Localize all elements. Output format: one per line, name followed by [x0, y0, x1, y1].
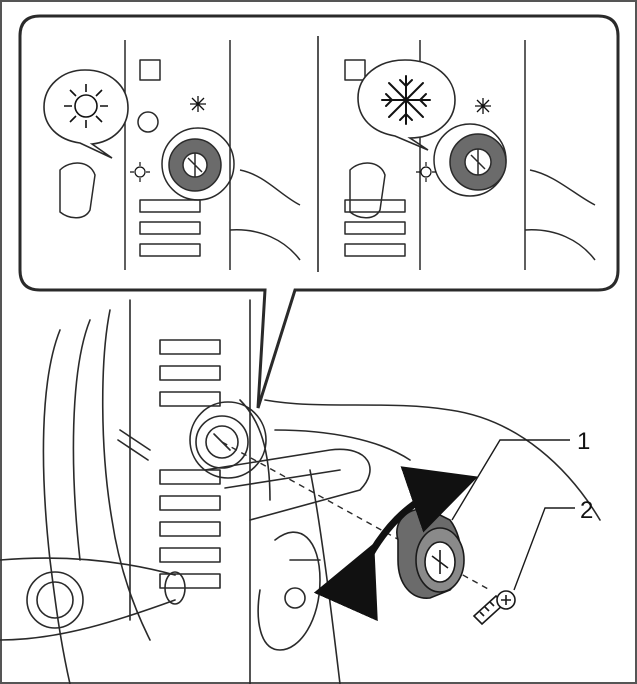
small-snowflake-icon-right — [475, 98, 491, 114]
sun-icon — [64, 84, 108, 128]
callout-1: 1 — [577, 428, 590, 455]
part-2-screw — [472, 590, 516, 626]
snowflake-icon — [381, 75, 431, 125]
bubble-warm — [43, 69, 129, 159]
rotation-arrow — [313, 466, 479, 622]
detail-panel-cold — [344, 40, 596, 270]
small-snowflake-icon-left — [190, 96, 206, 112]
detail-panel-warm — [59, 40, 301, 270]
callout-2: 2 — [580, 497, 593, 524]
small-sun-icon-left — [130, 162, 150, 182]
bubble-cold — [357, 59, 456, 151]
detail-callout-box — [18, 14, 620, 409]
small-sun-icon-right — [416, 162, 436, 182]
